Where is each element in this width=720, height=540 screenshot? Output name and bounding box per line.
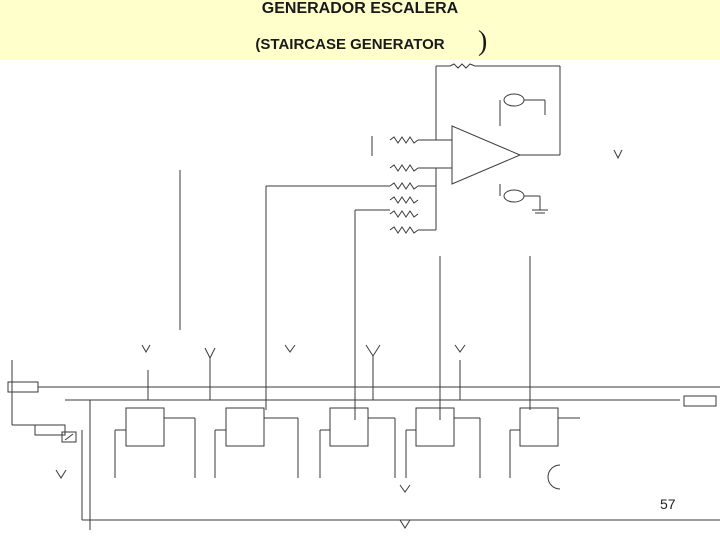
supply-sources: [499, 93, 548, 214]
flip-flops: [114, 407, 580, 478]
page-number: 57: [660, 496, 676, 512]
slide-subtitle: (STAIRCASE GENERATOR: [255, 36, 445, 53]
output-probe: [613, 149, 623, 160]
bottom-elements: [55, 464, 561, 529]
op-amp: [436, 125, 560, 185]
feedback-wires: [435, 63, 561, 155]
clock-input: [7, 360, 720, 530]
resistor-ladder: [179, 136, 531, 420]
subtitle-paren: ): [478, 26, 488, 57]
voltage-probes: [141, 344, 466, 400]
slide-title: GENERADOR ESCALERA: [261, 0, 459, 17]
title-banner: [0, 0, 720, 60]
